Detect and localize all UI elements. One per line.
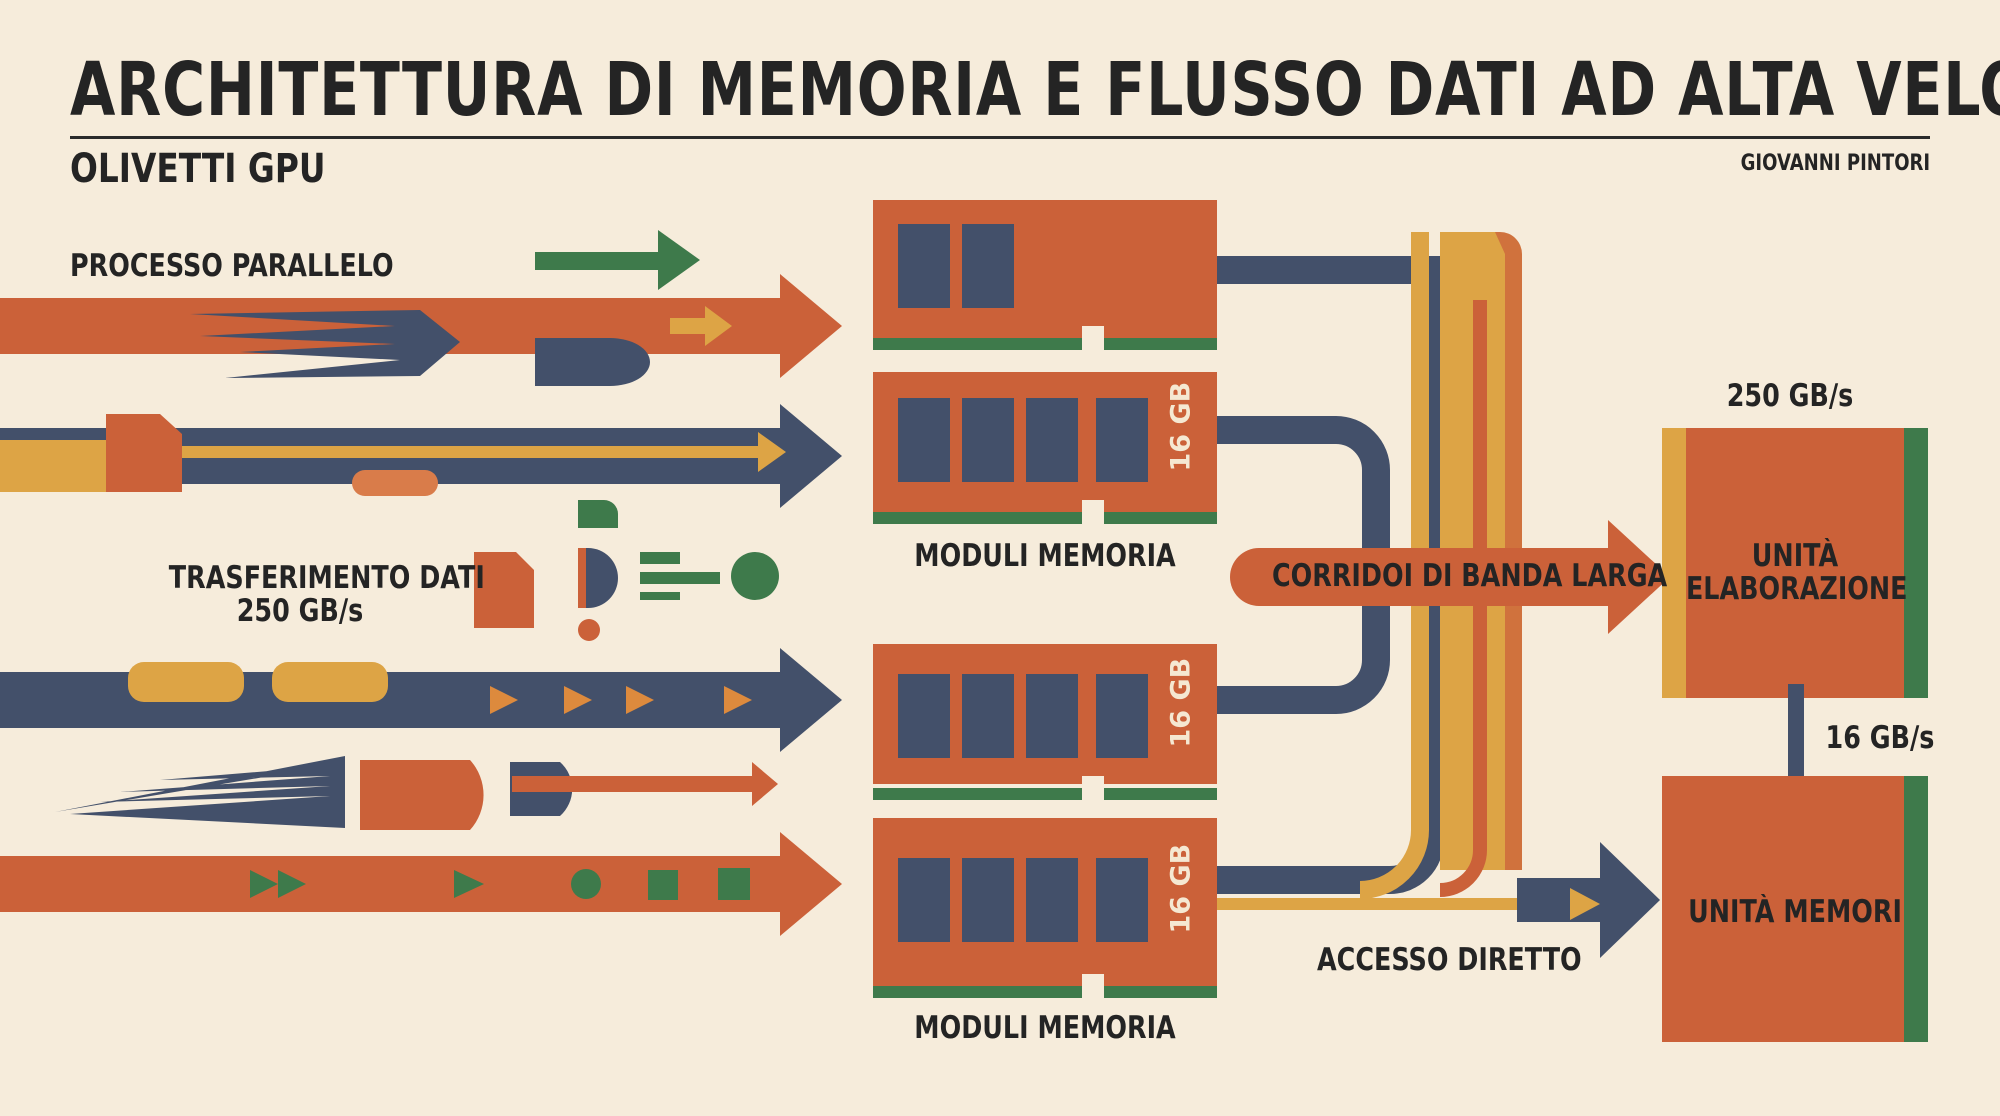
connector-top [1215, 256, 1420, 284]
page-subtitle: OLIVETTI GPU [70, 146, 326, 192]
memory-module-3 [873, 644, 1217, 800]
label-bandwidth-link: 16 GB/s [1825, 720, 1935, 756]
label-data-transfer: TRASFERIMENTO DATI 250 GB/s [168, 560, 485, 629]
direct-access-arrow [1517, 842, 1660, 958]
small-mustard-arrow-icon [670, 306, 732, 346]
green-quarter-icon [578, 500, 618, 528]
orange-flow-arrow-icon [512, 762, 778, 806]
half-circle-icon [578, 548, 618, 608]
stream-orange-bottom [0, 832, 842, 936]
label-memory-unit: UNITÀ MEMORI [1688, 894, 1902, 930]
orange-d-shape-icon [360, 760, 484, 830]
green-circle-icon [731, 552, 779, 600]
direct-access-line [1215, 898, 1595, 910]
module-2-capacity: 16 GB [1165, 381, 1197, 472]
page-title: ARCHITETTURA DI MEMORIA E FLUSSO DATI AD… [70, 47, 2000, 133]
label-broadband-corridors: CORRIDOI DI BANDA LARGA [1272, 558, 1668, 594]
corridor-curve-orange [1439, 300, 1487, 897]
mustard-pill-a [128, 662, 244, 702]
mustard-pill-b [272, 662, 388, 702]
memory-module-2 [873, 372, 1217, 524]
label-parallel-process: PROCESSO PARALLELO [70, 248, 394, 284]
bandwidth-link [1788, 684, 1804, 788]
label-processing-unit-line2: ELABORAZIONE [1685, 570, 1908, 607]
label-bandwidth-top: 250 GB/s [1726, 378, 1854, 414]
label-memory-modules-bottom: MODULI MEMORIA [914, 1010, 1176, 1046]
author-credit: GIOVANNI PINTORI [1740, 151, 1930, 176]
orange-pill [352, 470, 438, 496]
memory-module-4 [873, 818, 1217, 998]
orange-dash-a [578, 548, 586, 608]
shape-markers-icon [250, 868, 750, 900]
memory-module-1 [873, 200, 1217, 350]
mustard-flow-arrow-icon [182, 432, 786, 472]
label-data-transfer-line2: 250 GB/s [236, 592, 364, 629]
mustard-arrow-tip [1570, 888, 1600, 920]
stream-navy-3 [0, 648, 842, 752]
broadband-corridor-arrow [1230, 520, 1670, 634]
label-direct-access: ACCESSO DIRETTO [1317, 942, 1582, 978]
label-processing-unit: UNITÀ ELABORAZIONE [1685, 538, 1908, 607]
triangle-markers-icon [490, 686, 752, 714]
module-3-capacity: 16 GB [1165, 657, 1197, 748]
mustard-band [0, 440, 110, 492]
label-data-transfer-line1: TRASFERIMENTO DATI [168, 560, 485, 596]
speed-lines-icon-2 [55, 756, 345, 828]
d-shape-icon [535, 338, 650, 386]
document-small-icon [474, 552, 534, 628]
title-rule [70, 136, 1930, 139]
document-icon [106, 414, 182, 492]
green-bars-icon [640, 552, 720, 600]
orange-dot-icon [578, 619, 600, 641]
label-memory-modules-top: MODULI MEMORIA [914, 538, 1176, 574]
module-4-capacity: 16 GB [1165, 843, 1197, 934]
label-processing-unit-line1: UNITÀ [1751, 538, 1839, 574]
processing-unit-block [1662, 428, 1928, 698]
corridor-curve [1359, 232, 1429, 899]
memory-unit-block [1662, 776, 1928, 1042]
green-arrow-icon [535, 230, 700, 290]
speed-lines-icon [190, 310, 460, 378]
